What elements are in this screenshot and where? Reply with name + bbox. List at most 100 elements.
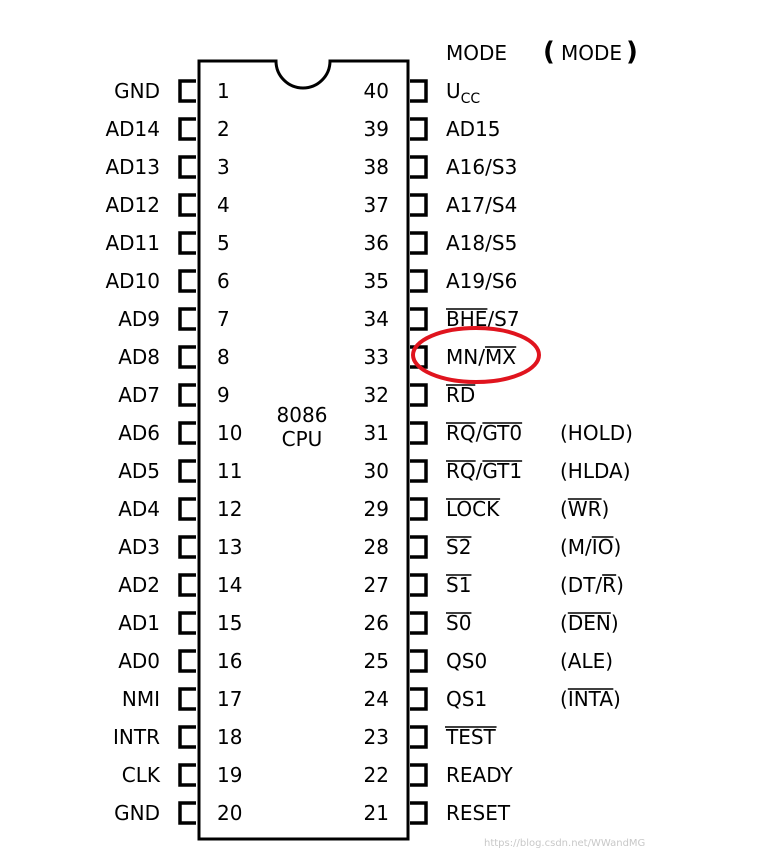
pin-number: 7 xyxy=(217,307,230,331)
pin-name-part: U xyxy=(446,79,461,103)
pin-name: AD6 xyxy=(118,421,160,445)
pin-number: 40 xyxy=(364,79,389,103)
pin-name: A16/S3 xyxy=(446,155,517,179)
pin-name: LOCK xyxy=(446,497,500,521)
pin-right-40: 40 UCC xyxy=(364,79,481,107)
pin-min-mode-name: (DEN) xyxy=(560,611,619,635)
pin-name: S0 xyxy=(446,611,471,635)
pin-min-mode-name-part: ) xyxy=(613,535,621,559)
pin-stub xyxy=(178,193,196,217)
pin-min-mode-name-part: R xyxy=(602,573,616,597)
pin-min-mode-name-part: (M/ xyxy=(560,535,592,559)
pin-name: A18/S5 xyxy=(446,231,517,255)
pin-stub xyxy=(410,79,428,103)
pin-min-mode-name: (WR) xyxy=(560,497,609,521)
pin-min-mode-name-part: (HOLD) xyxy=(560,421,633,445)
pin-number: 37 xyxy=(364,193,389,217)
pin-name-part: MX xyxy=(485,345,516,369)
pin-min-mode-name: (M/IO) xyxy=(560,535,621,559)
pin-min-mode-name-part: DEN xyxy=(568,611,611,635)
pin-number: 29 xyxy=(364,497,389,521)
pin-stub xyxy=(410,497,428,521)
pin-stub xyxy=(178,383,196,407)
pin-number: 6 xyxy=(217,269,230,293)
pin-stub xyxy=(178,79,196,103)
pin-min-mode-name-part: IO xyxy=(592,535,614,559)
pin-stub xyxy=(178,573,196,597)
pin-name: INTR xyxy=(113,725,160,749)
pin-name-part: CC xyxy=(461,91,481,107)
pin-stub xyxy=(178,801,196,825)
pin-stub xyxy=(410,307,428,331)
pin-min-mode-name-part: (DT/ xyxy=(560,573,602,597)
pin-min-mode-name-part: ) xyxy=(616,573,624,597)
pin-name-part: A16/S3 xyxy=(446,155,517,179)
pin-number: 24 xyxy=(364,687,389,711)
pin-number: 11 xyxy=(217,459,242,483)
pin-name: GND xyxy=(114,79,160,103)
pin-name-part: GT0 xyxy=(482,421,522,445)
pin-name-part: / xyxy=(476,459,483,483)
pin-name: AD13 xyxy=(105,155,160,179)
pin-number: 23 xyxy=(364,725,389,749)
pin-name: RQ/GT0 xyxy=(446,421,522,445)
pin-min-mode-name-part: ) xyxy=(611,611,619,635)
pin-stub xyxy=(410,611,428,635)
pin-name-part: A18/S5 xyxy=(446,231,517,255)
pin-name-part: A19/S6 xyxy=(446,269,517,293)
pin-number: 3 xyxy=(217,155,230,179)
pin-name: AD12 xyxy=(105,193,160,217)
pin-name: AD14 xyxy=(105,117,160,141)
pin-name-part: RQ xyxy=(446,459,476,483)
pin-min-mode-name-part: (ALE) xyxy=(560,649,613,673)
pin-stub xyxy=(410,193,428,217)
pin-stub xyxy=(178,649,196,673)
pin-number: 30 xyxy=(364,459,389,483)
pin-number: 2 xyxy=(217,117,230,141)
pin-name: AD11 xyxy=(105,231,160,255)
pin-number: 9 xyxy=(217,383,230,407)
pin-number: 31 xyxy=(364,421,389,445)
pin-name: RESET xyxy=(446,801,511,825)
pin-min-mode-name-part: ( xyxy=(560,687,568,711)
pin-name: A17/S4 xyxy=(446,193,517,217)
pin-stub xyxy=(178,611,196,635)
pin-name-part: S2 xyxy=(446,535,471,559)
watermark: https://blog.csdn.net/WWandMG xyxy=(484,838,645,849)
pin-stub xyxy=(410,421,428,445)
min-mode-header: MODE xyxy=(561,41,622,65)
pin-stub xyxy=(178,269,196,293)
pin-min-mode-name-part: (HLDA) xyxy=(560,459,631,483)
pin-number: 36 xyxy=(364,231,389,255)
pin-stub xyxy=(410,763,428,787)
pin-stub xyxy=(410,269,428,293)
pin-number: 17 xyxy=(217,687,242,711)
pin-number: 28 xyxy=(364,535,389,559)
pin-number: 8 xyxy=(217,345,230,369)
pin-stub xyxy=(410,573,428,597)
pin-number: 33 xyxy=(364,345,389,369)
pin-min-mode-name: (HOLD) xyxy=(560,421,633,445)
pin-min-mode-name-part: ( xyxy=(560,497,568,521)
pin-name: QS1 xyxy=(446,687,487,711)
